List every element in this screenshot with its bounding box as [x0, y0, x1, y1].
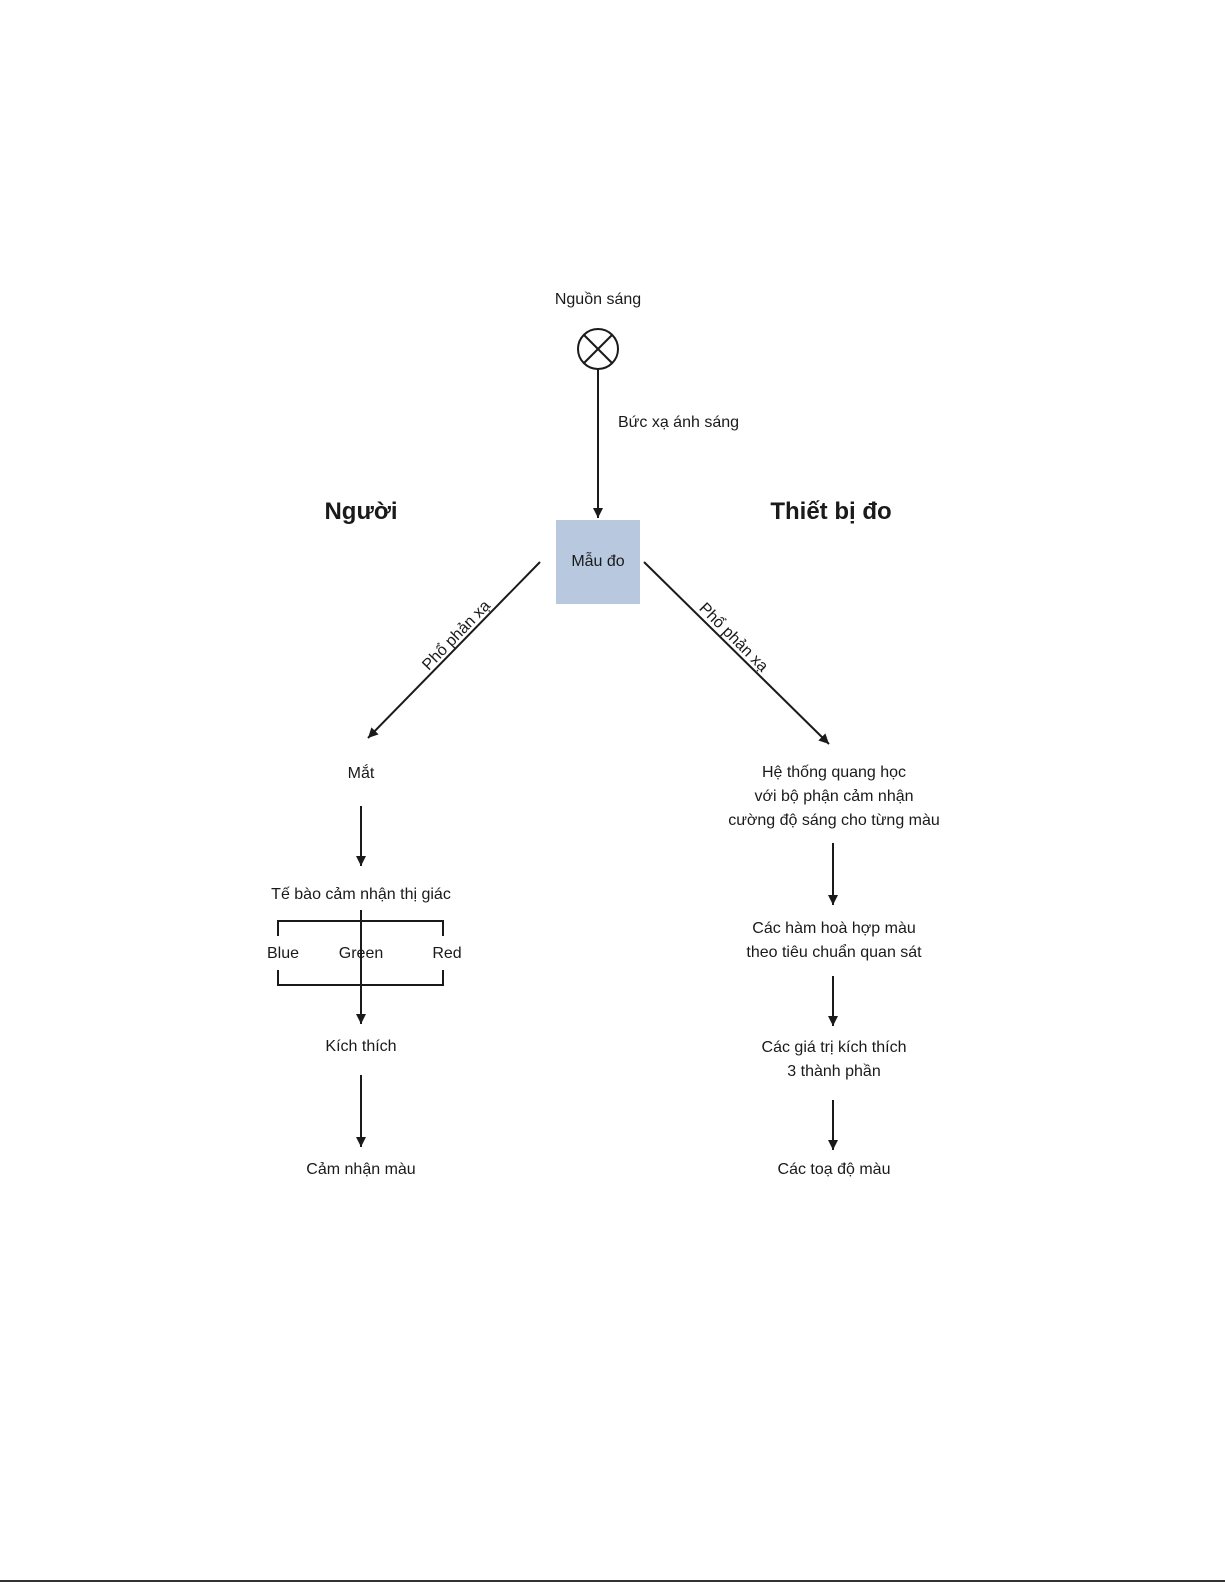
- cells-label: Tế bào cảm nhận thị giác: [271, 886, 451, 903]
- perception-label: Cảm nhận màu: [306, 1161, 416, 1178]
- light-source-label: Nguồn sáng: [554, 291, 642, 308]
- light-source-icon: [577, 328, 619, 370]
- coordinates-label: Các toạ độ màu: [777, 1161, 891, 1178]
- reflect-arrow-left: [367, 561, 541, 739]
- optics-line-2: với bộ phận cảm nhận: [754, 788, 914, 805]
- sample-label: Mẫu đo: [571, 553, 625, 570]
- eye-label: Mắt: [347, 765, 375, 782]
- tristimulus-line-2: 3 thành phần: [787, 1063, 881, 1080]
- bottom-rule: [0, 1580, 1225, 1582]
- stimulus-label: Kích thích: [325, 1038, 397, 1055]
- matching-line-1: Các hàm hoà hợp màu: [752, 920, 916, 937]
- emission-label: Bức xạ ánh sáng: [618, 414, 740, 431]
- matching-line-2: theo tiêu chuẩn quan sát: [746, 944, 922, 961]
- tristimulus-line-1: Các giá trị kích thích: [761, 1039, 907, 1056]
- channel-red: Red: [432, 945, 462, 962]
- optics-line-3: cường độ sáng cho từng màu: [728, 812, 940, 829]
- rgb-bracket: [277, 920, 444, 986]
- channel-green: Green: [338, 945, 384, 962]
- device-heading: Thiết bị đo: [770, 498, 892, 525]
- reflect-arrow-right: [643, 561, 830, 745]
- human-heading: Người: [324, 498, 398, 525]
- optics-line-1: Hệ thống quang học: [761, 764, 907, 781]
- sample-box: [556, 520, 640, 604]
- channel-blue: Blue: [266, 945, 300, 962]
